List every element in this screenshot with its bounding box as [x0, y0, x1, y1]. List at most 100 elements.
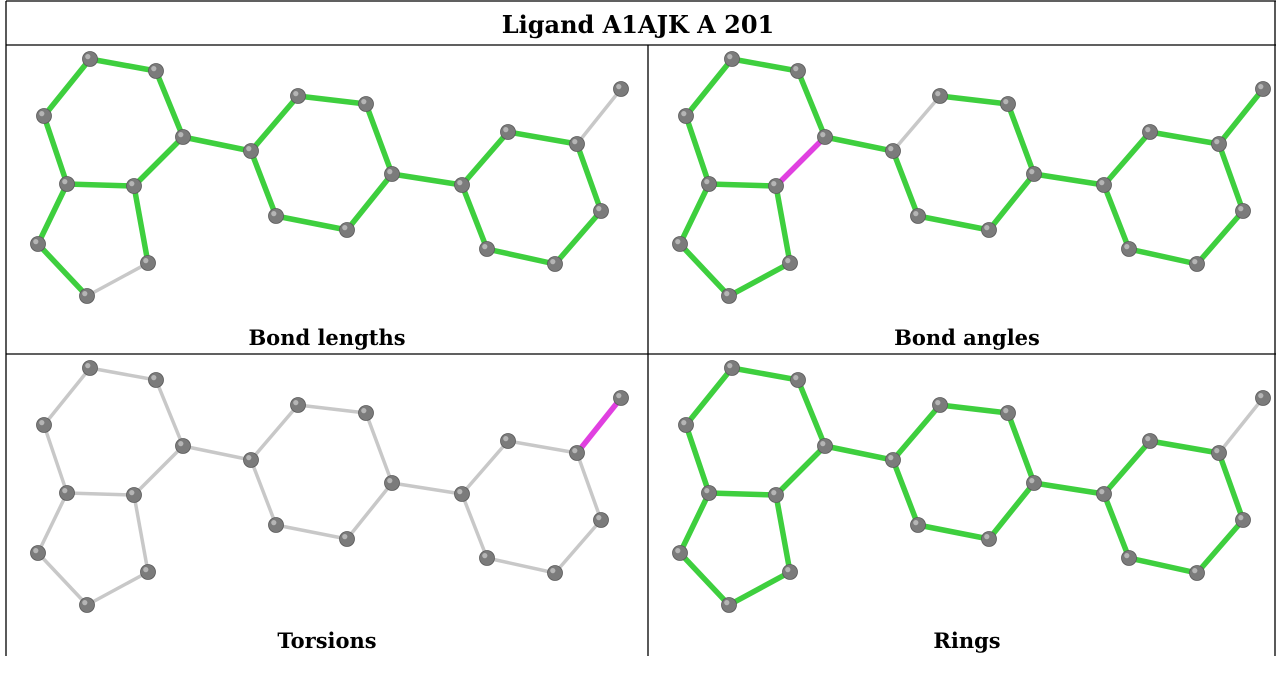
atom-15 — [454, 177, 470, 193]
bond-ok-12 — [295, 93, 369, 107]
bond-unassessed-8 — [85, 261, 150, 298]
bond-ok-17 — [1031, 171, 1107, 188]
bond-ok-5 — [683, 365, 735, 428]
atom-highlight-9 — [888, 455, 894, 461]
bond-unassessed-17 — [390, 481, 464, 496]
atom-6 — [672, 236, 688, 252]
bond-unassessed-12 — [296, 403, 368, 415]
caption-rings: Rings — [933, 628, 1001, 653]
bond-unassessed-14 — [345, 481, 394, 541]
bond-ok-14 — [986, 171, 1037, 233]
atom-highlight-4 — [704, 488, 710, 494]
atom-5 — [126, 178, 142, 194]
bond-ok-3 — [706, 490, 779, 498]
bond-unassessed-13 — [364, 411, 394, 485]
bond-outlier-24 — [574, 395, 624, 456]
panel-bond-lengths-structure — [30, 51, 629, 304]
bond-unassessed-21 — [553, 518, 603, 575]
atom-19 — [1121, 241, 1137, 257]
bond-ok-12 — [937, 93, 1011, 107]
atom-highlight-1 — [793, 375, 799, 381]
bond-ok-9 — [131, 183, 151, 266]
atom-14 — [1026, 475, 1042, 491]
atom-highlight-14 — [387, 169, 393, 175]
bond-unassessed-3 — [65, 491, 136, 497]
atom-1 — [790, 63, 806, 79]
panel-bond-angles-structure — [672, 51, 1271, 304]
atom-1 — [790, 372, 806, 388]
bond-ok-7 — [677, 550, 732, 608]
bond-unassessed-20 — [575, 451, 603, 522]
atom-7 — [140, 564, 156, 580]
atom-highlight-6 — [33, 239, 39, 245]
atom-highlight-11 — [361, 99, 367, 105]
bond-ok-15 — [915, 213, 992, 233]
bond-ok-5 — [683, 56, 735, 119]
bond-ok-20 — [1216, 450, 1246, 523]
bond-ok-3 — [64, 181, 137, 189]
atom-highlight-18 — [616, 393, 622, 399]
bond-unassessed-15 — [274, 523, 349, 541]
atom-highlight-21 — [1238, 515, 1244, 521]
bond-unassessed-10 — [181, 444, 253, 462]
bond-unassessed-23 — [460, 492, 489, 560]
atom-13 — [981, 222, 997, 238]
atom-15 — [1096, 177, 1112, 193]
atom-10 — [932, 88, 948, 104]
atom-18 — [613, 390, 629, 406]
atom-16 — [1142, 433, 1158, 449]
bond-ok-16 — [890, 148, 921, 219]
atom-highlight-1 — [793, 66, 799, 72]
atom-15 — [454, 486, 470, 502]
atom-highlight-16 — [503, 436, 509, 442]
atom-18 — [1255, 390, 1271, 406]
atom-highlight-12 — [913, 211, 919, 217]
bond-ok-4 — [683, 113, 712, 187]
ligand-title: Ligand A1AJK A 201 — [501, 10, 775, 39]
atom-highlight-7 — [785, 258, 791, 264]
bond-unassessed-2 — [132, 444, 185, 497]
bond-ok-18 — [459, 129, 511, 188]
bond-ok-14 — [986, 480, 1037, 542]
atom-21 — [1235, 203, 1251, 219]
atom-highlight-3 — [820, 132, 826, 138]
bond-ok-10 — [180, 134, 254, 154]
atom-highlight-4 — [704, 179, 710, 185]
bond-ok-7 — [677, 241, 732, 299]
bond-ok-6 — [677, 181, 712, 247]
atom-20 — [547, 256, 563, 272]
atom-highlight-5 — [771, 181, 777, 187]
atom-20 — [547, 565, 563, 581]
bond-unassessed-5 — [42, 366, 92, 427]
atom-7 — [782, 255, 798, 271]
bond-ok-1 — [795, 377, 828, 449]
atom-11 — [358, 96, 374, 112]
atom-14 — [384, 166, 400, 182]
atom-highlight-2 — [681, 111, 687, 117]
panel-torsions-structure — [30, 360, 629, 613]
bond-unassessed-22 — [485, 556, 557, 575]
atom-5 — [126, 487, 142, 503]
atom-2 — [678, 108, 694, 124]
bond-ok-3 — [706, 181, 779, 189]
atom-highlight-9 — [246, 146, 252, 152]
atom-21 — [593, 203, 609, 219]
atom-highlight-13 — [984, 534, 990, 540]
atom-highlight-12 — [913, 520, 919, 526]
bond-unassessed-11 — [249, 403, 300, 462]
atom-highlight-4 — [62, 488, 68, 494]
bond-unassessed-24 — [1217, 396, 1265, 455]
atom-highlight-14 — [387, 478, 393, 484]
atom-4 — [59, 176, 75, 192]
bond-ok-0 — [729, 365, 801, 383]
bond-ok-10 — [822, 134, 896, 154]
atom-21 — [1235, 512, 1251, 528]
atom-16 — [500, 433, 516, 449]
atom-4 — [701, 485, 717, 501]
atom-highlight-2 — [681, 420, 687, 426]
atom-8 — [721, 597, 737, 613]
atom-17 — [569, 136, 585, 152]
bond-ok-19 — [1147, 438, 1222, 456]
atom-6 — [672, 545, 688, 561]
bond-ok-1 — [795, 68, 828, 140]
